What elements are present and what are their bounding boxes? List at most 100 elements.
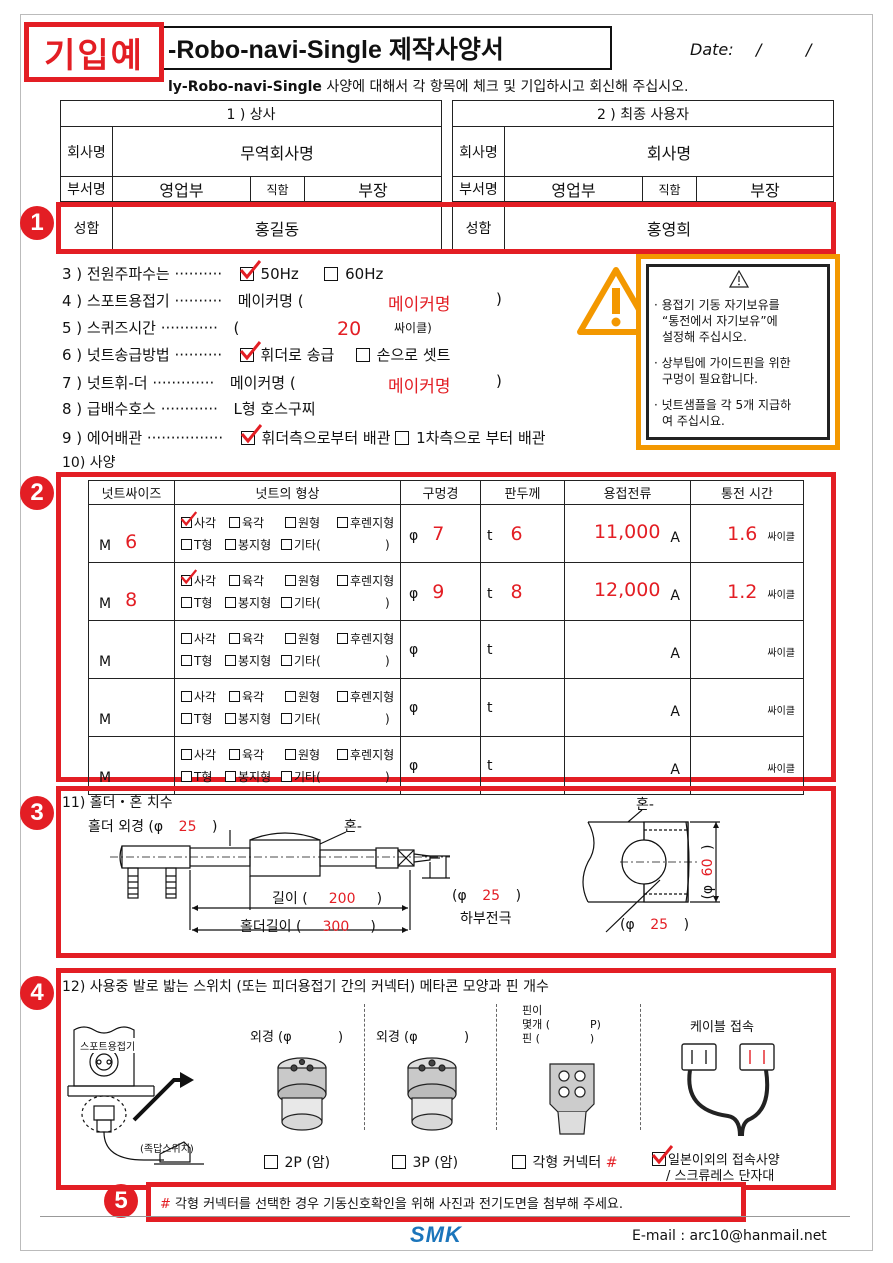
trader-position-value[interactable]: 부장 xyxy=(304,176,442,202)
feed-feeder-checkbox[interactable] xyxy=(239,341,261,362)
thickness-cell[interactable]: t xyxy=(480,678,565,737)
shape-checkbox[interactable] xyxy=(285,574,296,586)
enduser-position-value[interactable]: 부장 xyxy=(696,176,834,202)
shape-checkbox[interactable] xyxy=(337,574,348,586)
shape-checkbox[interactable] xyxy=(225,770,236,782)
squeeze-value[interactable]: 20 xyxy=(337,318,362,340)
trader-dept-value[interactable]: 영업부 xyxy=(112,176,251,202)
footer-email[interactable]: E-mail : arc10@hanmail.net xyxy=(632,1228,827,1244)
lower-value[interactable]: 25 xyxy=(482,888,501,904)
opt-other-checkbox[interactable] xyxy=(651,1145,673,1166)
opt-2p-checkbox[interactable] xyxy=(264,1155,278,1169)
phi-label: φ xyxy=(409,757,419,774)
time-cell[interactable]: 싸이클 xyxy=(690,678,804,737)
separator-1 xyxy=(364,1004,365,1130)
shape-checkbox[interactable] xyxy=(337,632,348,644)
nut-size-cell[interactable]: M xyxy=(88,736,175,795)
shape-checkbox[interactable] xyxy=(181,690,192,702)
shape-checkbox[interactable] xyxy=(337,690,348,702)
trader-name-value[interactable]: 홍길동 xyxy=(112,201,442,254)
current-cell[interactable]: A xyxy=(564,678,691,737)
shape-checkbox[interactable] xyxy=(229,516,240,528)
shape-checkbox[interactable] xyxy=(285,690,296,702)
shape-option-label: 봉지형 xyxy=(238,711,272,726)
time-cell[interactable]: 싸이클 xyxy=(690,736,804,795)
trader-company-value[interactable]: 무역회사명 xyxy=(112,126,442,177)
shape-checkbox[interactable] xyxy=(181,596,192,608)
freq-50hz-checkbox[interactable] xyxy=(239,260,261,281)
nut-size-value: 6 xyxy=(125,531,138,553)
air-feeder-checkbox[interactable] xyxy=(240,424,262,445)
shape-checkbox[interactable] xyxy=(225,712,236,724)
shape-option-label: 육각 xyxy=(242,631,265,646)
shape-checkbox[interactable] xyxy=(285,748,296,760)
holder-outer-value[interactable]: 25 xyxy=(178,819,197,835)
shape-checkbox[interactable] xyxy=(229,690,240,702)
bottom-value[interactable]: 25 xyxy=(650,917,669,933)
thickness-cell[interactable]: t xyxy=(480,736,565,795)
current-cell[interactable]: A xyxy=(564,736,691,795)
holder-outer-prefix: 홀더 외경 (φ xyxy=(88,819,164,835)
hole-cell[interactable]: φ xyxy=(400,678,481,737)
highlight-5-box xyxy=(146,1182,746,1222)
enduser-company-value[interactable]: 회사명 xyxy=(504,126,834,177)
shape-checkbox[interactable] xyxy=(229,574,240,586)
hole-cell[interactable]: φ xyxy=(400,620,481,679)
shape-checkbox[interactable] xyxy=(181,538,192,550)
nut-size-cell[interactable]: M xyxy=(88,620,175,679)
air-primary-checkbox[interactable] xyxy=(395,431,410,445)
hole-cell[interactable]: φ xyxy=(400,736,481,795)
thickness-value: 6 xyxy=(510,522,523,545)
shape-checkbox[interactable] xyxy=(181,654,192,666)
shape-checkbox[interactable] xyxy=(180,510,197,528)
shape-checkbox[interactable] xyxy=(281,596,292,608)
feed-manual-checkbox[interactable] xyxy=(355,348,370,362)
shape-checkbox[interactable] xyxy=(225,654,236,666)
shape-checkbox[interactable] xyxy=(337,516,348,528)
welder-maker-value[interactable]: 메이커명 xyxy=(388,295,451,315)
shape-checkbox[interactable] xyxy=(337,748,348,760)
shape-checkbox[interactable] xyxy=(281,654,292,666)
shape-checkbox[interactable] xyxy=(225,538,236,550)
shape-checkbox[interactable] xyxy=(285,516,296,528)
shape-checkbox[interactable] xyxy=(181,632,192,644)
shape-checkbox[interactable] xyxy=(180,568,197,586)
freq-60hz-checkbox[interactable] xyxy=(324,267,339,281)
a-label: A xyxy=(670,704,680,720)
dia-value[interactable]: 60 xyxy=(700,858,716,877)
nut-size-cell[interactable]: M xyxy=(88,678,175,737)
opt-square-checkbox[interactable] xyxy=(512,1155,526,1169)
thickness-cell[interactable]: t xyxy=(480,620,565,679)
shape-checkbox[interactable] xyxy=(225,596,236,608)
holder-length-value[interactable]: 300 xyxy=(322,919,350,935)
shape-checkbox[interactable] xyxy=(281,712,292,724)
title-box xyxy=(164,26,612,70)
current-cell[interactable]: A xyxy=(564,620,691,679)
shape-checkbox[interactable] xyxy=(229,748,240,760)
warning-triangle-icon xyxy=(577,267,655,335)
time-cell[interactable]: 싸이클 xyxy=(690,620,804,679)
shape-checkbox[interactable] xyxy=(281,538,292,550)
shape-checkbox[interactable] xyxy=(181,748,192,760)
shape-checkbox[interactable] xyxy=(229,632,240,644)
enduser-dept-value[interactable]: 영업부 xyxy=(504,176,643,202)
shape-checkbox[interactable] xyxy=(281,770,292,782)
shape-checkbox[interactable] xyxy=(181,712,192,724)
shape-checkbox[interactable] xyxy=(181,770,192,782)
length-value[interactable]: 200 xyxy=(328,891,356,907)
feeder-maker-value[interactable]: 메이커명 xyxy=(388,377,451,397)
opt-3p-checkbox[interactable] xyxy=(392,1155,406,1169)
shape-option-label: 사각 xyxy=(194,747,217,762)
shape-checkbox[interactable] xyxy=(285,632,296,644)
